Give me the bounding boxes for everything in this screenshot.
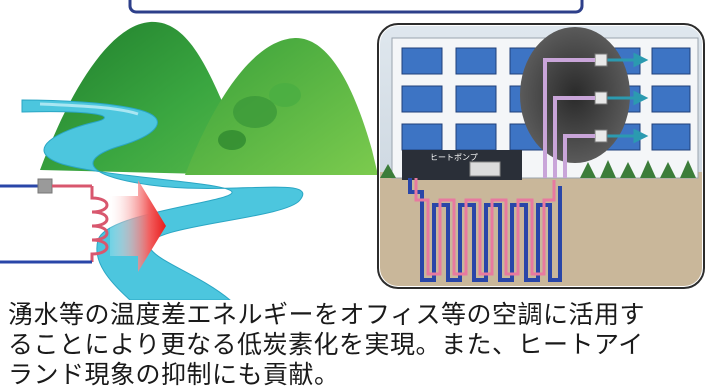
cold-loop: [408, 178, 562, 282]
caption-line-3: ランド現象の抑制にも貢献。: [8, 360, 340, 389]
caption-line-2: ることにより更なる低炭素化を実現。また、ヒートアイ: [8, 330, 644, 359]
coil: [90, 186, 109, 262]
caption-text: 湧水等の温度差エネルギーをオフィス等の空調に活用す ることにより更なる低炭素化を…: [0, 300, 719, 392]
cutaway: [520, 27, 630, 163]
top-banner-frame: [128, 0, 584, 14]
diagram-illustration: ヒートポンプ: [0, 0, 705, 300]
heat-pump-label: ヒートポンプ: [430, 153, 478, 162]
river: [21, 99, 304, 300]
heat-arrow: [110, 180, 166, 272]
heat-pump-room: [402, 150, 522, 180]
caption-line-1: 湧水等の温度差エネルギーをオフィス等の空調に活用す: [8, 300, 646, 329]
valve-block: [37, 178, 53, 194]
